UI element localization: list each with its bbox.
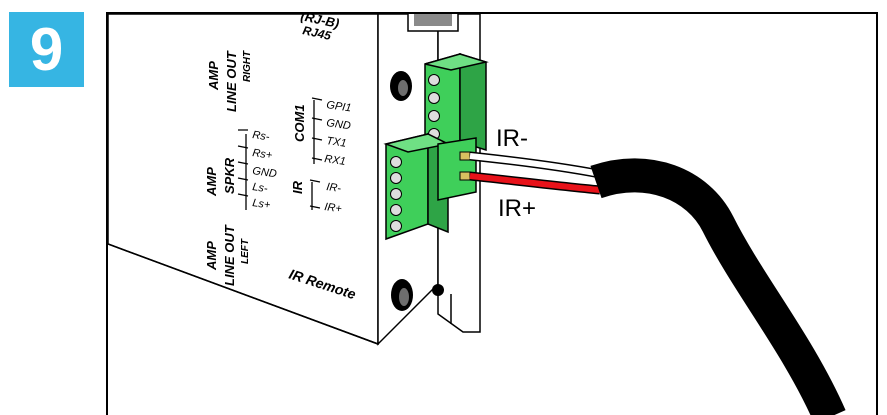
ir-plus-callout: IR+ (498, 195, 536, 222)
installation-figure: (RJ-B) RJ45 AMP LINE OUT RIGHT AMP SPKR … (106, 12, 878, 415)
com1-pin-tx1: TX1 (326, 135, 348, 150)
upper-round-port (390, 71, 412, 101)
step-number: 9 (29, 15, 64, 83)
ir-minus-callout: IR- (496, 125, 528, 152)
ir-pin-minus: IR- (326, 181, 343, 195)
ir-remote-jack (391, 279, 413, 311)
step-number-badge: 9 (9, 12, 84, 87)
ir-remote-label: IR Remote (287, 266, 358, 303)
amp-spkr-amp-label: AMP (204, 167, 219, 197)
com1-bracket (311, 97, 323, 164)
amp-spkr-spkr-label: SPKR (222, 157, 237, 194)
spkr-pin-rs-minus: Rs- (252, 129, 271, 143)
spkr-pin-ls-plus: Ls+ (252, 197, 272, 211)
ir-bracket (309, 179, 321, 210)
rj45-jack (407, 14, 459, 32)
rj45-label: RJ45 (301, 23, 332, 43)
com1-pin-rx1: RX1 (324, 153, 347, 168)
amp-right-amp-label: AMP (206, 61, 221, 91)
spkr-pin-gnd: GND (252, 165, 278, 180)
panel-labels: (RJ-B) RJ45 AMP LINE OUT RIGHT AMP SPKR … (204, 14, 536, 303)
amp-left-line-out-label: LINE OUT (222, 224, 237, 286)
amp-spkr-bracket (237, 129, 249, 210)
ir-pin-plus: IR+ (324, 201, 343, 215)
indicator-led (432, 284, 444, 296)
spkr-pin-ls-minus: Ls- (252, 181, 269, 195)
com1-pin-gnd: GND (326, 117, 352, 132)
ir-label: IR (290, 180, 305, 194)
ir-cable (469, 151, 846, 415)
device-wiring-illustration (108, 14, 846, 415)
amp-left-amp-label: AMP (204, 241, 219, 271)
spkr-pin-rs-plus: Rs+ (252, 147, 274, 162)
amp-right-side-label: RIGHT (242, 50, 253, 82)
amp-right-line-out-label: LINE OUT (224, 50, 239, 112)
com1-label: COM1 (292, 104, 307, 142)
ir-terminal-block (383, 132, 477, 241)
amp-left-side-label: LEFT (240, 238, 251, 264)
com1-pin-gpi1: GPI1 (326, 99, 353, 114)
